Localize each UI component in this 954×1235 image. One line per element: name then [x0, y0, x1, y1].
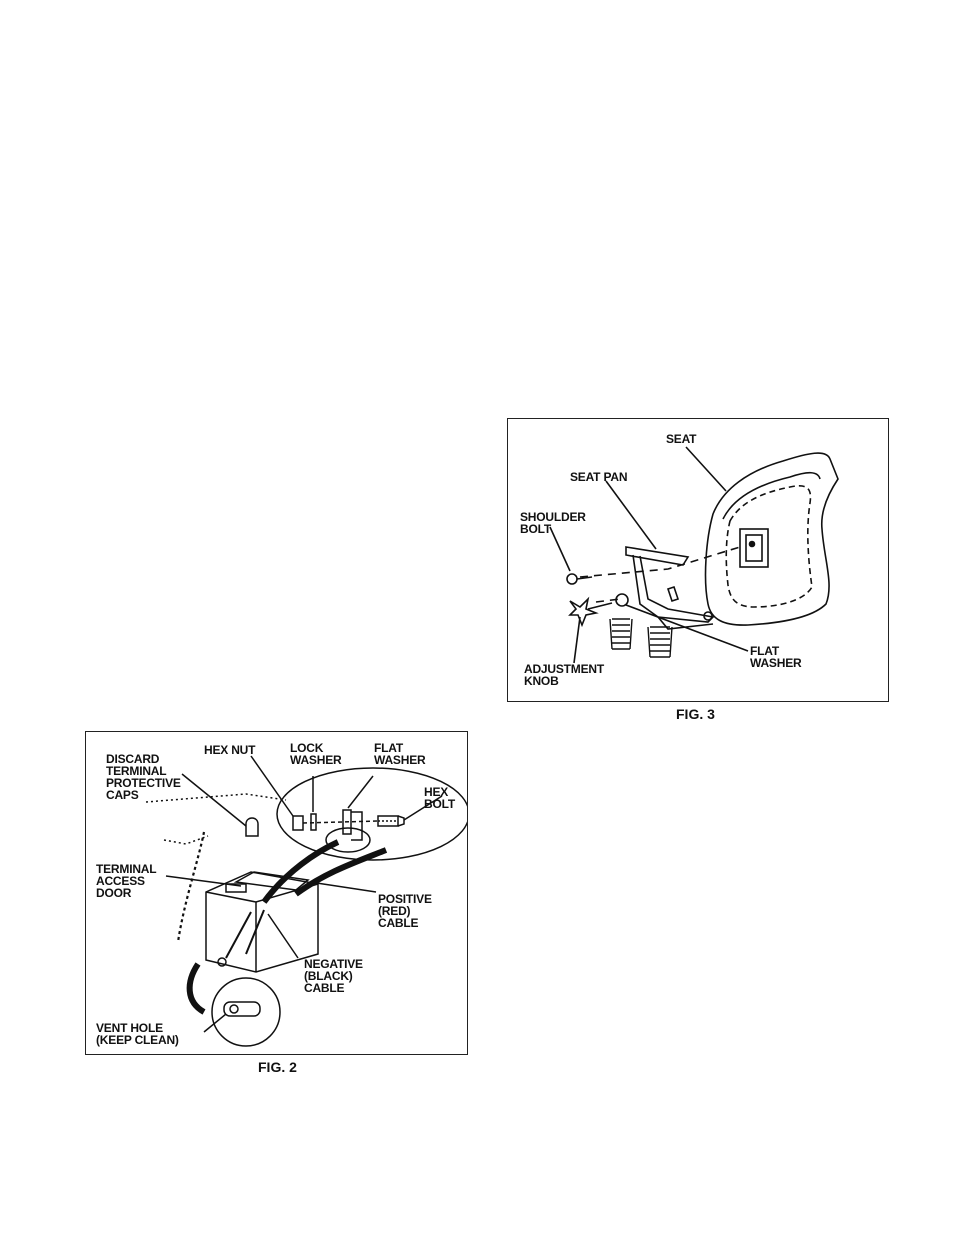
protective-cap-shape — [246, 818, 258, 836]
adjustment-knob-shape — [570, 599, 596, 625]
springs-shape — [610, 619, 672, 657]
hex-bolt-label: HEX BOLT — [424, 786, 455, 810]
fig2-caption: FIG. 2 — [258, 1059, 297, 1075]
lock-washer-label: LOCK WASHER — [290, 742, 341, 766]
seat-pan-shape — [626, 547, 688, 565]
negative-cable-label: NEGATIVE (BLACK) CABLE — [304, 958, 363, 994]
flat-washer-label: FLAT WASHER — [750, 645, 801, 669]
fig2-panel: DISCARD TERMINAL PROTECTIVE CAPS HEX NUT… — [85, 731, 468, 1055]
fig3-drawing — [508, 419, 888, 701]
magnifier-top — [277, 768, 467, 860]
adjustment-knob-label: ADJUSTMENT KNOB — [524, 663, 604, 687]
positive-cable-label: POSITIVE (RED) CABLE — [378, 893, 432, 929]
seat-label: SEAT — [666, 433, 696, 445]
hex-nut-label: HEX NUT — [204, 744, 255, 756]
fig3-caption: FIG. 3 — [676, 706, 715, 722]
terminal-access-door-label: TERMINAL ACCESS DOOR — [96, 863, 156, 899]
magnifier-bottom — [212, 978, 280, 1046]
shoulder-bolt-shape — [567, 574, 577, 584]
hex-nut-shape — [293, 816, 303, 830]
fig3-panel: SEAT SEAT PAN SHOULDER BOLT ADJUSTMENT K… — [507, 418, 889, 702]
seat-pan-label: SEAT PAN — [570, 471, 627, 483]
seat-shape — [706, 453, 838, 625]
shoulder-bolt-label: SHOULDER BOLT — [520, 511, 586, 535]
discard-caps-label: DISCARD TERMINAL PROTECTIVE CAPS — [106, 753, 181, 801]
vent-hole-label: VENT HOLE (KEEP CLEAN) — [96, 1022, 179, 1046]
flat-washer-label-fig2: FLAT WASHER — [374, 742, 425, 766]
